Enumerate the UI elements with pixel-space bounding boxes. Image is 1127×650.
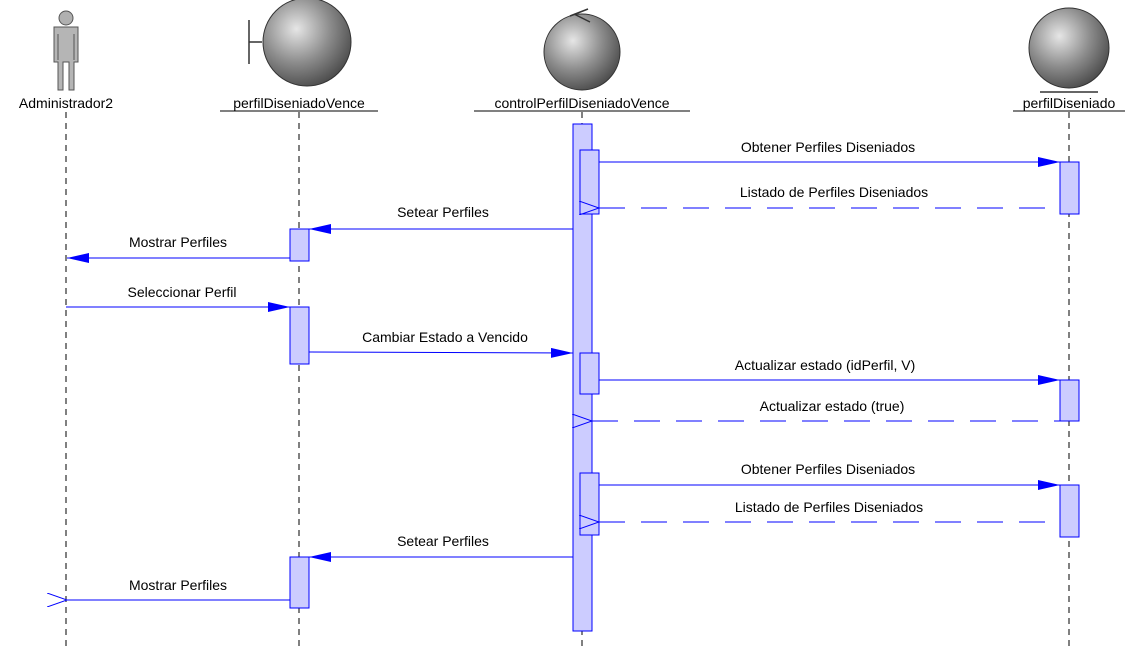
boundary-object-icon — [248, 0, 352, 87]
message-label: Obtener Perfiles Diseniados — [741, 461, 915, 477]
message-arrow: Cambiar Estado a Vencido — [308, 329, 574, 358]
message-label: Mostrar Perfiles — [129, 234, 227, 250]
participant-label-controlperfildiseniadovence: controlPerfilDiseniadoVence — [494, 95, 669, 111]
activation-bar-control — [579, 352, 600, 395]
activation-bar-entity — [1059, 484, 1080, 538]
participant-label-administrador2: Administrador2 — [19, 95, 113, 111]
participant-label-perfildiseniadovence: perfilDiseniadoVence — [233, 95, 365, 111]
return-message-arrow: Mostrar Perfiles — [67, 577, 290, 600]
message-arrow: Obtener Perfiles Diseniados — [599, 461, 1060, 490]
message-label: Obtener Perfiles Diseniados — [741, 139, 915, 155]
control-object-icon — [543, 8, 621, 91]
message-arrow: Seleccionar Perfil — [66, 284, 290, 312]
message-label: Mostrar Perfiles — [129, 577, 227, 593]
participant-label-perfildiseniado: perfilDiseniado — [1023, 95, 1116, 111]
entity-object-icon — [1028, 7, 1110, 93]
message-label: Setear Perfiles — [397, 204, 489, 220]
activation-bar-boundary — [289, 228, 310, 262]
activation-bar-entity — [1059, 379, 1080, 422]
activation-bar-boundary — [289, 556, 310, 609]
message-label: Seleccionar Perfil — [128, 284, 237, 300]
message-arrow: Obtener Perfiles Diseniados — [599, 139, 1060, 167]
message-label: Actualizar estado (idPerfil, V) — [735, 357, 916, 373]
message-label: Setear Perfiles — [397, 533, 489, 549]
actor-icon — [53, 10, 79, 91]
message-label: Cambiar Estado a Vencido — [362, 329, 528, 345]
message-arrow: Mostrar Perfiles — [67, 234, 290, 263]
message-arrow: Setear Perfiles — [309, 204, 573, 234]
return-message-arrow: Listado de Perfiles Diseniados — [599, 499, 1060, 522]
activation-bars — [289, 123, 1080, 632]
message-label: Actualizar estado (true) — [760, 398, 905, 414]
activation-bar-entity — [1059, 161, 1080, 215]
activation-bar-boundary — [289, 306, 310, 365]
message-label: Listado de Perfiles Diseniados — [740, 184, 928, 200]
message-label: Listado de Perfiles Diseniados — [735, 499, 923, 515]
message-arrow: Actualizar estado (idPerfil, V) — [599, 357, 1060, 385]
activation-bar-control — [579, 149, 600, 215]
return-message-arrow: Listado de Perfiles Diseniados — [599, 184, 1060, 208]
return-message-arrow: Actualizar estado (true) — [592, 398, 1060, 421]
message-arrow: Setear Perfiles — [309, 533, 573, 562]
activation-bar-control — [579, 472, 600, 536]
